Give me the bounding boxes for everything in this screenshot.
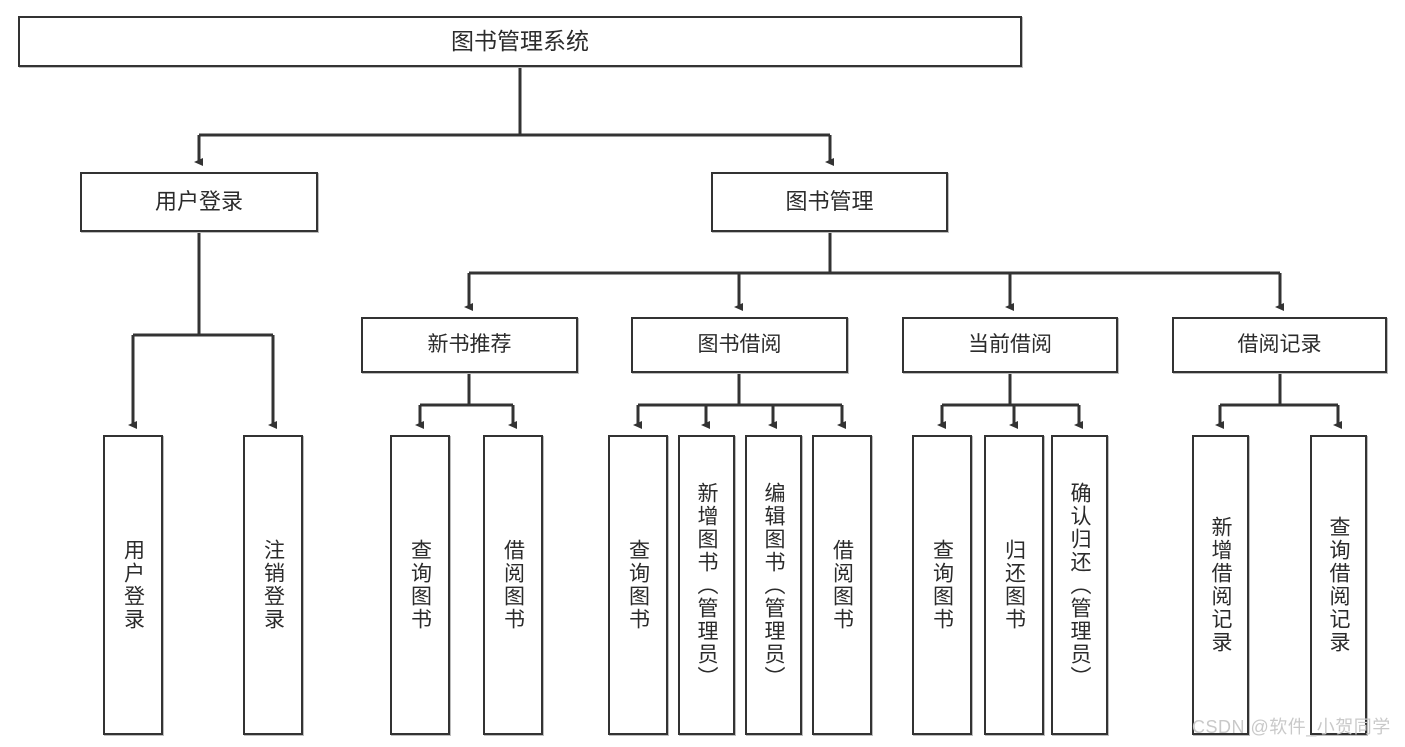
node-leaf-edit-book-admin[interactable]: 编辑图书（管理员） — [745, 435, 802, 735]
node-user-login-label: 用户登录 — [154, 188, 243, 214]
node-book-management[interactable]: 图书管理 — [711, 172, 948, 232]
node-leaf-label: 查询图书 — [626, 539, 650, 631]
node-borrow-record[interactable]: 借阅记录 — [1172, 317, 1387, 373]
node-borrow-record-label: 借阅记录 — [1237, 333, 1322, 357]
node-leaf-label: 用户登录 — [121, 539, 145, 631]
node-leaf-label: 借阅图书 — [501, 539, 525, 631]
node-leaf-label: 查询图书 — [408, 539, 432, 631]
node-leaf-query-book-borrow[interactable]: 查询图书 — [608, 435, 668, 735]
node-new-book-recommend[interactable]: 新书推荐 — [361, 317, 578, 373]
node-book-management-label: 图书管理 — [785, 188, 874, 214]
node-book-borrow[interactable]: 图书借阅 — [631, 317, 848, 373]
node-leaf-label: 编辑图书（管理员） — [762, 481, 785, 689]
node-leaf-logout[interactable]: 注销登录 — [243, 435, 303, 735]
node-leaf-query-book-newbook[interactable]: 查询图书 — [390, 435, 450, 735]
node-leaf-add-borrow-record[interactable]: 新增借阅记录 — [1192, 435, 1249, 735]
node-leaf-label: 确认归还（管理员） — [1068, 481, 1091, 689]
node-new-book-recommend-label: 新书推荐 — [427, 333, 512, 357]
node-leaf-label: 查询借阅记录 — [1327, 516, 1350, 654]
node-current-borrow-label: 当前借阅 — [968, 333, 1052, 357]
node-user-login[interactable]: 用户登录 — [80, 172, 318, 232]
node-leaf-borrow-book[interactable]: 借阅图书 — [812, 435, 872, 735]
node-leaf-label: 新增图书（管理员） — [695, 481, 718, 689]
node-book-borrow-label: 图书借阅 — [697, 333, 782, 357]
csdn-watermark: CSDN @软件_小贺同学 — [1192, 717, 1391, 737]
node-leaf-label: 查询图书 — [930, 539, 954, 631]
node-leaf-query-book-current[interactable]: 查询图书 — [912, 435, 972, 735]
node-root-system[interactable]: 图书管理系统 — [18, 16, 1022, 67]
node-leaf-return-book[interactable]: 归还图书 — [984, 435, 1044, 735]
node-leaf-user-login[interactable]: 用户登录 — [103, 435, 163, 735]
node-leaf-label: 借阅图书 — [830, 539, 854, 631]
node-leaf-confirm-return-admin[interactable]: 确认归还（管理员） — [1051, 435, 1108, 735]
node-leaf-add-book-admin[interactable]: 新增图书（管理员） — [678, 435, 735, 735]
node-leaf-label: 归还图书 — [1002, 539, 1026, 631]
node-leaf-query-borrow-record[interactable]: 查询借阅记录 — [1310, 435, 1367, 735]
node-current-borrow[interactable]: 当前借阅 — [902, 317, 1118, 373]
node-leaf-label: 新增借阅记录 — [1209, 516, 1232, 654]
node-root-label: 图书管理系统 — [451, 27, 589, 54]
node-leaf-label: 注销登录 — [261, 539, 285, 631]
node-leaf-borrow-book-newbook[interactable]: 借阅图书 — [483, 435, 543, 735]
